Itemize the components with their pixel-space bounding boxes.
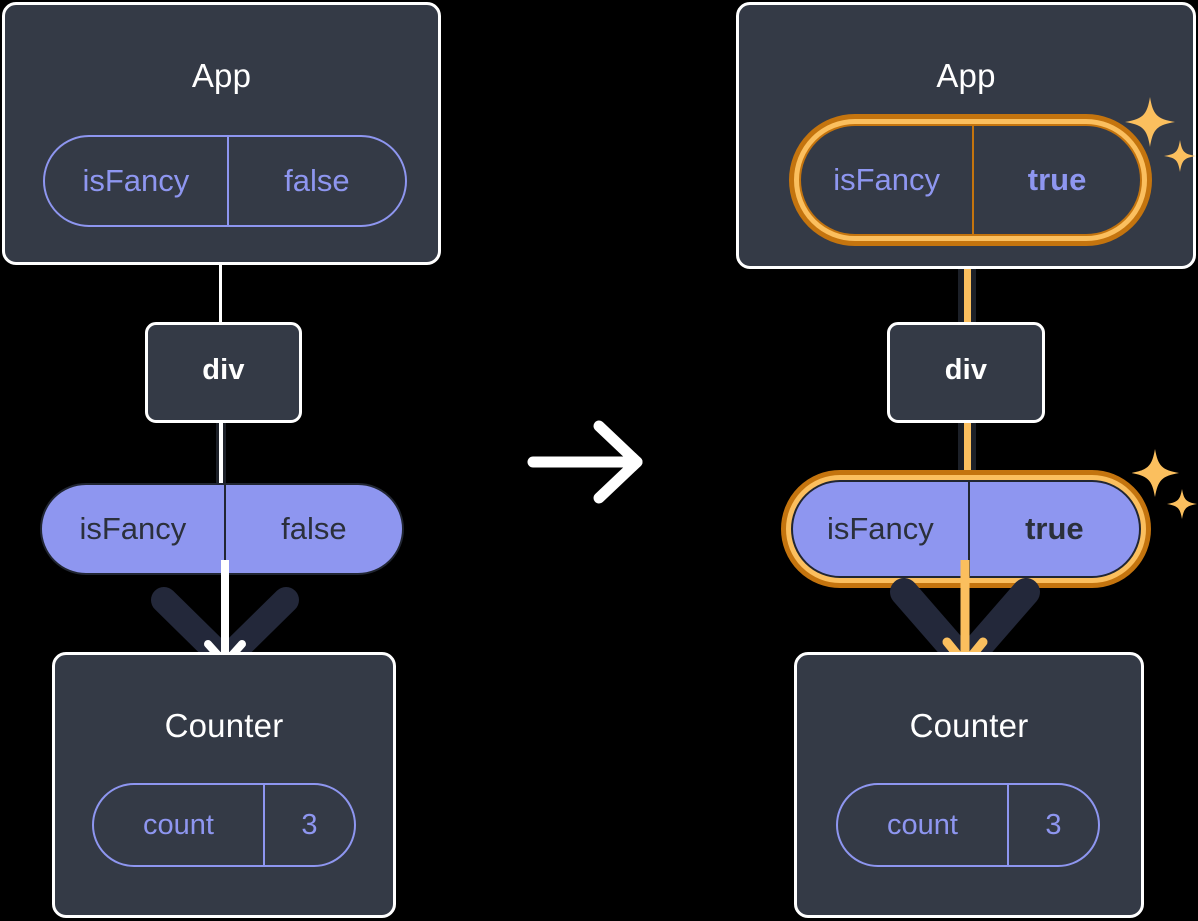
before-counter-state-name: count (143, 808, 214, 841)
before-app-state-value: false (226, 137, 405, 225)
after-app-title: App (936, 57, 996, 94)
after-counter-title: Counter (909, 707, 1029, 744)
transition-arrow-right-icon (527, 420, 643, 504)
before-counter-panel: Counter count 3 (52, 652, 396, 918)
before-counter-title: Counter (164, 707, 284, 744)
after-counter-state-pill: count 3 (836, 783, 1100, 867)
after-app-state-highlight-ring: isFancy true (789, 114, 1152, 246)
before-prop-name: isFancy (79, 511, 187, 546)
after-prop-value: true (967, 482, 1139, 576)
after-arrow-prop-to-counter (890, 560, 1040, 676)
after-prop-sparkles-icon (1132, 449, 1197, 519)
after-app-state-name: isFancy (833, 162, 940, 197)
before-app-state-pill: isFancy false (43, 135, 407, 227)
after-app-sparkles-icon (1125, 97, 1196, 172)
before-app-title: App (191, 57, 252, 94)
before-div-label: div (202, 354, 245, 386)
after-counter-panel: Counter count 3 (794, 652, 1144, 918)
after-connector-div-to-prop (964, 420, 971, 492)
after-div-node: div (887, 322, 1045, 423)
before-connector-div-to-prop-inner (219, 420, 223, 490)
after-div-label: div (944, 354, 988, 386)
after-connector-app-to-div (964, 230, 971, 330)
after-counter-state-name: count (887, 808, 958, 841)
before-app-panel: App isFancy false (2, 2, 441, 265)
before-counter-state-value: 3 (263, 785, 354, 865)
after-counter-state-value: 3 (1007, 785, 1098, 865)
after-app-state-pill: isFancy true (799, 124, 1142, 236)
before-prop-value: false (223, 485, 402, 573)
after-app-state-value: true (972, 126, 1140, 234)
before-app-state-name: isFancy (82, 163, 190, 198)
before-counter-state-pill: count 3 (92, 783, 356, 867)
before-div-node: div (145, 322, 302, 423)
after-prop-name: isFancy (826, 511, 934, 546)
after-app-state-ring-inner: isFancy true (799, 124, 1142, 236)
before-connector-app-to-div (219, 262, 222, 326)
